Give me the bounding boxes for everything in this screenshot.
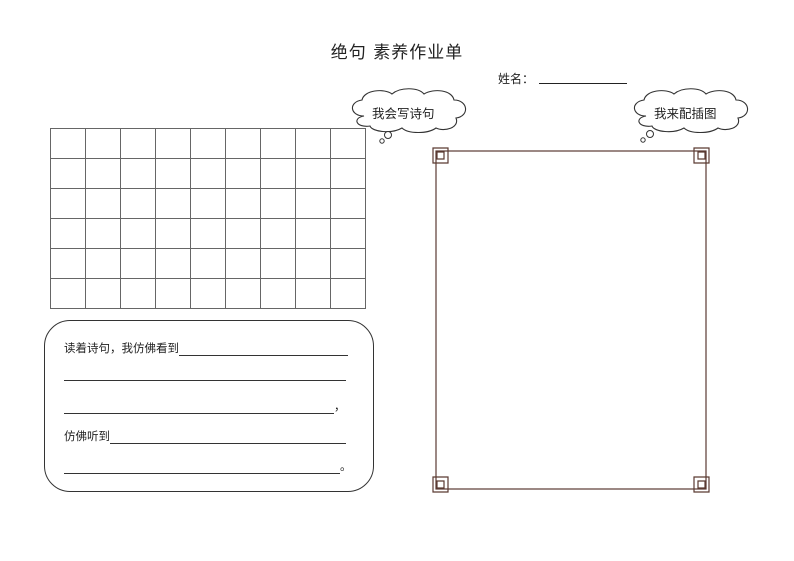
prompt-see-label: 读着诗句，我仿佛看到 [64, 341, 179, 355]
frame-corner-bottom-left [432, 476, 449, 493]
grid-cell[interactable] [120, 158, 156, 189]
grid-cell[interactable] [120, 248, 156, 279]
grid-cell[interactable] [155, 158, 191, 189]
grid-cell[interactable] [85, 158, 121, 189]
answer-line-4[interactable] [110, 431, 346, 444]
grid-cell[interactable] [330, 128, 366, 159]
grid-cell[interactable] [190, 158, 226, 189]
draw-bubble-label: 我来配插图 [654, 106, 717, 121]
grid-row [50, 278, 366, 309]
grid-cell[interactable] [120, 278, 156, 309]
grid-cell[interactable] [225, 278, 261, 309]
prompt-comma-row: ， [64, 398, 346, 414]
grid-cell[interactable] [120, 188, 156, 219]
grid-cell[interactable] [155, 188, 191, 219]
grid-cell[interactable] [190, 128, 226, 159]
frame-corner-top-left [432, 147, 449, 164]
prompt-period: 。 [340, 459, 352, 473]
grid-cell[interactable] [260, 248, 296, 279]
grid-cell[interactable] [155, 278, 191, 309]
grid-cell[interactable] [190, 278, 226, 309]
writing-grid[interactable] [50, 128, 366, 309]
grid-cell[interactable] [225, 188, 261, 219]
write-bubble [351, 88, 467, 144]
grid-cell[interactable] [50, 248, 86, 279]
grid-cell[interactable] [50, 188, 86, 219]
grid-cell[interactable] [85, 278, 121, 309]
grid-cell[interactable] [295, 278, 331, 309]
grid-cell[interactable] [190, 188, 226, 219]
grid-row [50, 218, 366, 249]
grid-cell[interactable] [260, 218, 296, 249]
grid-cell[interactable] [330, 188, 366, 219]
grid-cell[interactable] [85, 248, 121, 279]
grid-cell[interactable] [260, 188, 296, 219]
grid-cell[interactable] [155, 128, 191, 159]
grid-cell[interactable] [225, 158, 261, 189]
grid-cell[interactable] [225, 128, 261, 159]
grid-cell[interactable] [120, 218, 156, 249]
answer-line-5[interactable] [64, 461, 340, 474]
prompt-box [44, 320, 374, 492]
prompt-period-row: 。 [64, 458, 352, 474]
write-bubble-label: 我会写诗句 [372, 106, 435, 121]
answer-line-3[interactable] [64, 401, 334, 414]
prompt-see-row: 读着诗句，我仿佛看到 [64, 340, 348, 356]
prompt-hear-row: 仿佛听到 [64, 428, 346, 444]
grid-cell[interactable] [260, 278, 296, 309]
grid-cell[interactable] [190, 248, 226, 279]
frame-corner-bottom-right [693, 476, 710, 493]
grid-row [50, 188, 366, 219]
grid-cell[interactable] [295, 188, 331, 219]
name-label: 姓名： [498, 72, 535, 86]
illustration-frame[interactable] [432, 147, 710, 493]
frame-corner-top-right [693, 147, 710, 164]
draw-bubble [633, 88, 749, 143]
grid-cell[interactable] [50, 128, 86, 159]
grid-cell[interactable] [330, 278, 366, 309]
grid-cell[interactable] [225, 218, 261, 249]
grid-cell[interactable] [260, 128, 296, 159]
grid-cell[interactable] [260, 158, 296, 189]
grid-cell[interactable] [85, 128, 121, 159]
prompt-comma: ， [334, 399, 346, 413]
worksheet-title: 绝句 素养作业单 [330, 43, 464, 63]
grid-cell[interactable] [330, 248, 366, 279]
grid-cell[interactable] [330, 158, 366, 189]
name-field[interactable] [539, 83, 627, 84]
grid-cell[interactable] [295, 248, 331, 279]
grid-cell[interactable] [85, 188, 121, 219]
grid-cell[interactable] [295, 218, 331, 249]
grid-cell[interactable] [295, 128, 331, 159]
grid-cell[interactable] [225, 248, 261, 279]
grid-cell[interactable] [155, 248, 191, 279]
grid-cell[interactable] [120, 128, 156, 159]
answer-line-1[interactable] [179, 343, 348, 356]
grid-cell[interactable] [50, 218, 86, 249]
grid-cell[interactable] [50, 158, 86, 189]
grid-cell[interactable] [85, 218, 121, 249]
grid-cell[interactable] [330, 218, 366, 249]
grid-cell[interactable] [155, 218, 191, 249]
grid-cell[interactable] [295, 158, 331, 189]
grid-cell[interactable] [50, 278, 86, 309]
answer-line-2[interactable] [64, 380, 346, 381]
grid-cell[interactable] [190, 218, 226, 249]
grid-row [50, 158, 366, 189]
prompt-hear-label: 仿佛听到 [64, 429, 110, 443]
grid-row [50, 128, 366, 159]
grid-row [50, 248, 366, 279]
